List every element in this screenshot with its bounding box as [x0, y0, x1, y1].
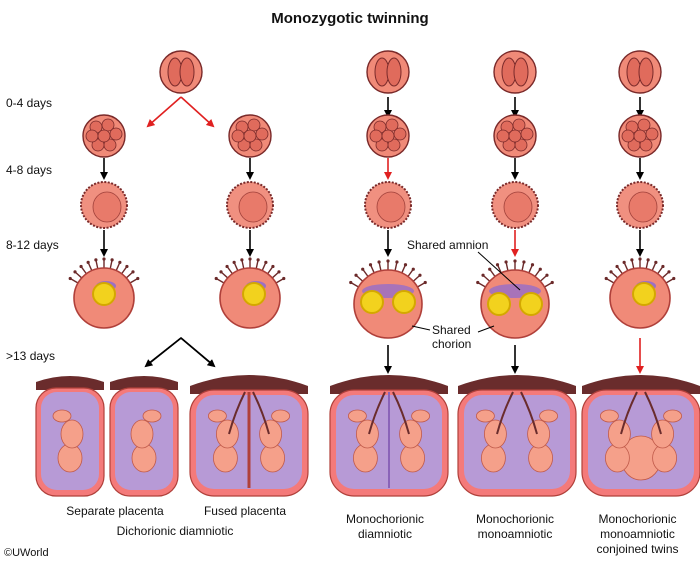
blastocyst-left: [80, 181, 128, 229]
caption-dichorionic-diamniotic: Dichorionic diamniotic: [116, 524, 234, 538]
day-label-4-8: 4-8 days: [6, 163, 53, 177]
two-cell-embryo-dcda: [159, 50, 203, 94]
morula-left: [82, 114, 126, 158]
pregnancy-mcda: [329, 375, 449, 497]
amnion-pointer: [477, 251, 521, 291]
implanted-embryo-left: [68, 257, 140, 329]
caption-mcda: Monochorionic diamniotic: [345, 512, 425, 541]
implanted-embryo-conjoined: [604, 257, 676, 329]
diagram-title: Monozygotic twinning: [271, 10, 429, 27]
pregnancy-fused-placenta: [189, 375, 309, 497]
split-connector: [147, 336, 213, 365]
two-cell-embryo-conjoined: [618, 50, 662, 94]
arrow-to-fused: [180, 337, 216, 368]
pregnancy-conjoined: [581, 375, 700, 497]
caption-separate-placenta: Separate placenta: [66, 504, 164, 518]
caption-fused-placenta: Fused placenta: [203, 504, 287, 518]
two-cell-embryo-mcda: [366, 50, 410, 94]
implanted-embryo-right: [214, 257, 286, 329]
uworld-logo: ©UWorld: [4, 547, 49, 559]
day-label-0-4: 0-4 days: [6, 96, 53, 110]
day-label-8-12: 8-12 days: [6, 238, 59, 252]
caption-mcma: Monochorionic monoamniotic: [475, 512, 555, 541]
morula-conjoined: [618, 114, 662, 158]
morula-right: [228, 114, 272, 158]
shared-amnion-label: Shared amnion: [407, 238, 489, 252]
arrow-split-left: [146, 96, 182, 128]
shared-chorion-label: Shared chorion: [432, 323, 472, 351]
caption-conjoined: Monochorionic monoamniotic conjoined twi…: [596, 512, 679, 556]
blastocyst-right: [226, 181, 274, 229]
implanted-embryo-mcda: [349, 259, 427, 339]
chorion-pointer-left: [411, 325, 431, 331]
morula-mcda: [366, 114, 410, 158]
implanted-embryo-mcma: [476, 259, 554, 339]
chorion-pointer-right: [477, 325, 495, 333]
blastocyst-conjoined: [616, 181, 664, 229]
pregnancy-mcma: [457, 375, 577, 497]
arrow-to-separate: [144, 337, 182, 368]
blastocyst-mcma: [491, 181, 539, 229]
two-cell-embryo-mcma: [493, 50, 537, 94]
blastocyst-mcda: [364, 181, 412, 229]
arrow-split-right: [180, 96, 215, 128]
morula-mcma: [493, 114, 537, 158]
pregnancy-separate-placenta: [35, 376, 179, 497]
day-label-13: >13 days: [6, 349, 56, 363]
